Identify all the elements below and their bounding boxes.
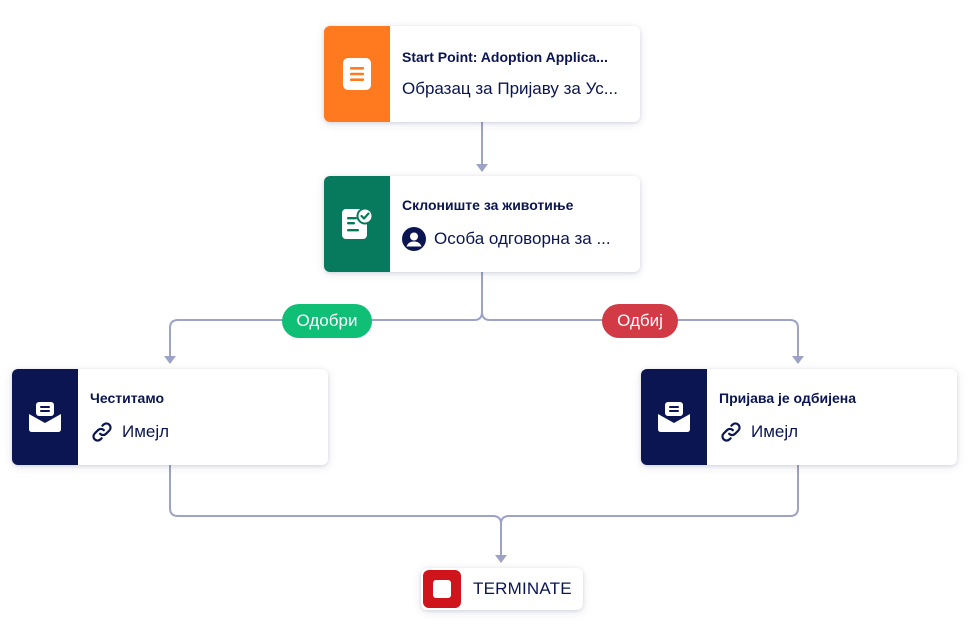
arrowhead	[476, 164, 488, 172]
connector-rejected-to-terminate	[500, 465, 799, 525]
connector-congrats-to-terminate	[169, 465, 502, 556]
node-tile	[324, 176, 390, 272]
terminate-label: TERMINATE	[473, 579, 572, 598]
node-subtitle: Образац за Пријаву за Ус...	[402, 79, 618, 98]
connector-shelter-to-reject	[481, 311, 799, 358]
email-icon	[658, 402, 690, 432]
branch-label-reject: Одбиј	[602, 304, 678, 338]
arrowhead	[792, 356, 804, 364]
node-terminate[interactable]: TERMINATE	[421, 568, 583, 610]
user-avatar-icon	[402, 227, 426, 251]
email-icon	[29, 402, 61, 432]
node-tile	[324, 26, 390, 122]
node-tile	[12, 369, 78, 465]
arrowhead	[164, 356, 176, 364]
approval-task-icon	[342, 207, 373, 239]
form-document-icon	[343, 58, 371, 90]
node-title: Честитамо	[90, 390, 165, 406]
arrowhead	[495, 555, 507, 563]
node-application-rejected-email[interactable]: Пријава је одбијена Имејл	[641, 369, 957, 465]
node-tile	[641, 369, 707, 465]
node-title: Пријава је одбијена	[719, 390, 856, 406]
stop-icon	[423, 570, 461, 608]
node-congratulations-email[interactable]: Честитамо Имејл	[12, 369, 328, 465]
branch-label-approve: Одобри	[282, 304, 372, 338]
node-subtitle: Имејл	[719, 420, 945, 444]
link-icon	[90, 420, 114, 444]
node-subtitle: Имејл	[90, 420, 316, 444]
node-title: Start Point: Adoption Applica...	[402, 49, 608, 65]
node-subtitle: Особа одговорна за ...	[402, 227, 628, 251]
node-start-point[interactable]: Start Point: Adoption Applica... Образац…	[324, 26, 640, 122]
link-icon	[719, 420, 743, 444]
node-title: Склониште за животиње	[402, 197, 574, 213]
node-animal-shelter[interactable]: Склониште за животиње Особа одговорна за…	[324, 176, 640, 272]
